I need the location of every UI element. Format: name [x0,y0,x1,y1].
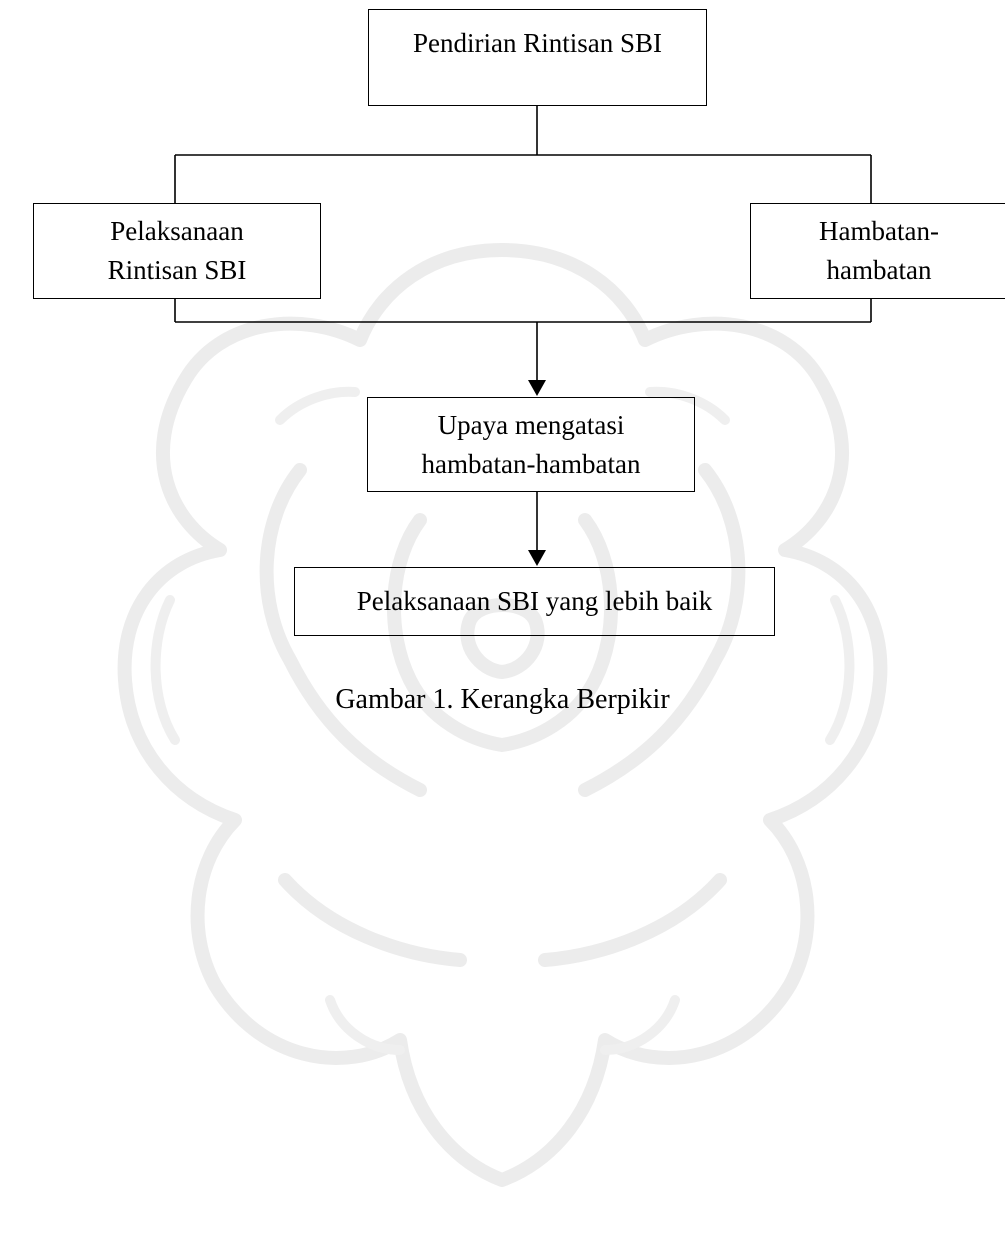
node-hambatan-hambatan: Hambatan- hambatan [750,203,1005,299]
figure-caption: Gambar 1. Kerangka Berpikir [335,684,670,715]
node-label: Hambatan- hambatan [819,216,939,285]
node-pendirian-rintisan-sbi: Pendirian Rintisan SBI [368,9,707,106]
arrowhead-to-bottom [528,550,546,566]
arrowhead-to-middle [528,380,546,396]
node-pelaksanaan-rintisan-sbi: Pelaksanaan Rintisan SBI [33,203,321,299]
node-label: Upaya mengatasi hambatan-hambatan [421,409,641,479]
node-label: Pelaksanaan SBI yang lebih baik [356,586,713,616]
node-upaya-mengatasi-hambatan: Upaya mengatasi hambatan-hambatan [367,397,695,492]
node-label: Pelaksanaan Rintisan SBI [107,216,247,285]
node-pelaksanaan-sbi-lebih-baik: Pelaksanaan SBI yang lebih baik [294,567,775,636]
node-label: Pendirian Rintisan SBI [413,28,662,58]
